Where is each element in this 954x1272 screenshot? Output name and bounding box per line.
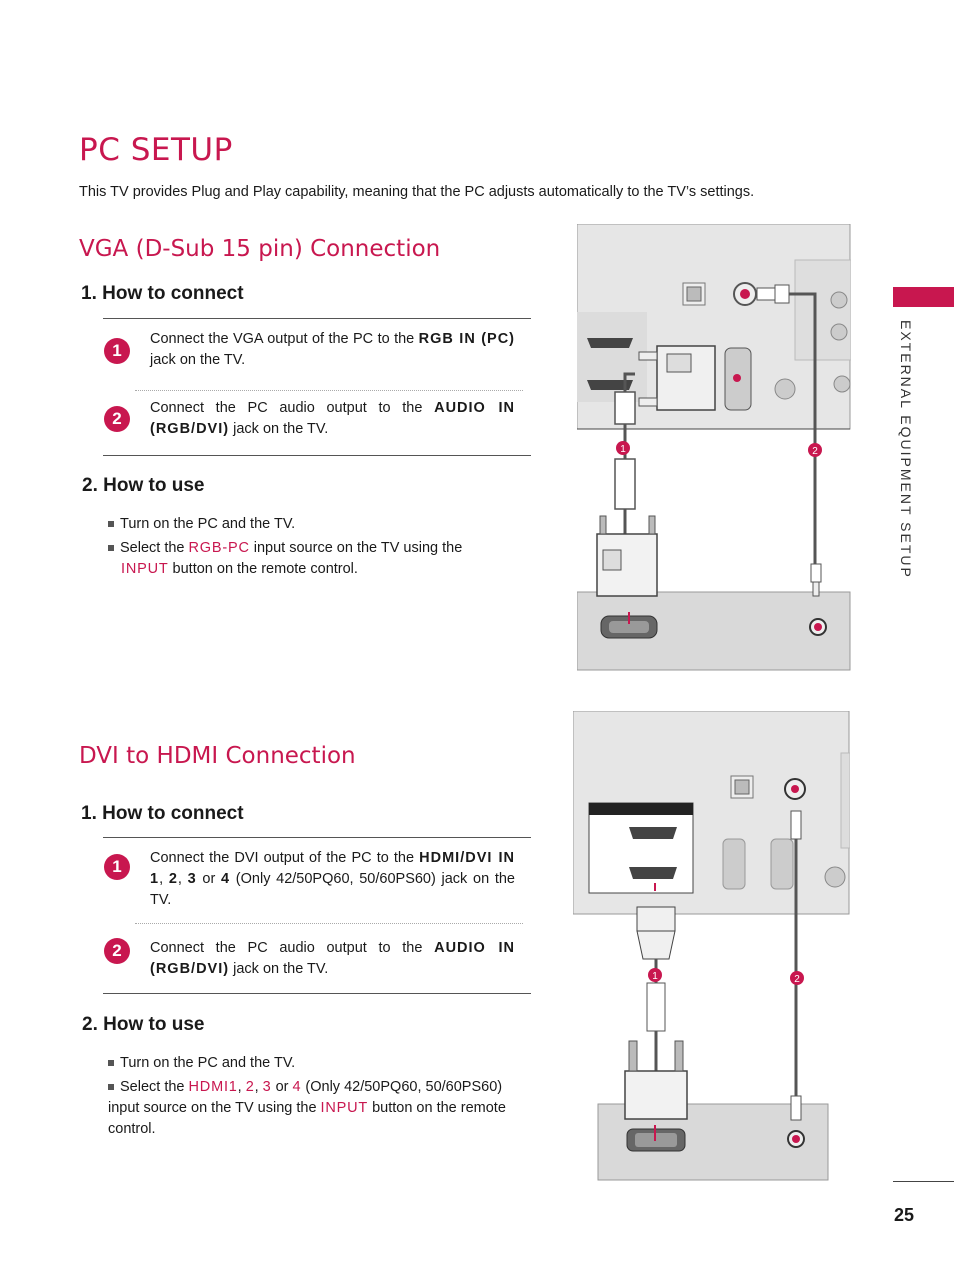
step-text: Connect the DVI output of the PC to the: [150, 850, 415, 866]
section-tab-marker: [893, 287, 954, 307]
vga-use-item-1: Turn on the PC and the TV.: [108, 514, 295, 535]
vga-connection-diagram: 1 2: [577, 224, 851, 671]
dvi-step2-text: Connect the PC audio output to the AUDIO…: [150, 938, 515, 980]
bullet-text: Select the: [120, 540, 185, 556]
page-number: 25: [894, 1205, 915, 1225]
section-side-label: EXTERNAL EQUIPMENT SETUP: [896, 320, 914, 580]
vga-heading: VGA (D-Sub 15 pin) Connection: [79, 236, 441, 262]
dvi-use-item-2: Select the HDMI1, 2, 3 or 4 (Only 42/50P…: [108, 1077, 508, 1140]
jack-label: AUDIO IN (RGB/DVI): [150, 940, 516, 977]
jack-label: HDMI/DVI IN 1: [150, 850, 516, 887]
button-label: INPUT: [320, 1100, 369, 1116]
divider: [103, 837, 531, 838]
dotted-divider: [135, 390, 523, 391]
step-text: ,: [177, 871, 182, 887]
bullet-text: ,: [237, 1079, 242, 1095]
divider: [103, 318, 531, 319]
step-badge-2: 2: [104, 406, 130, 432]
footer-rule: [893, 1181, 954, 1182]
jack-label: AUDIO IN (RGB/DVI): [150, 400, 516, 437]
step-text: Connect the VGA output of the PC to the: [150, 331, 415, 347]
step-text: ,: [159, 871, 164, 887]
divider: [103, 993, 531, 994]
bullet-text: input source on the TV using the: [253, 540, 463, 556]
bullet-text: (Only 42/50PQ60, 50/60PS60) input source…: [108, 1079, 503, 1116]
dvi-use-item-1: Turn on the PC and the TV.: [108, 1053, 295, 1074]
input-source-label: HDMI1: [188, 1079, 238, 1095]
step-text: jack on the TV.: [233, 961, 329, 977]
input-source-label: 4: [292, 1079, 302, 1095]
diagram-callout-2: 2: [812, 446, 818, 457]
step-text: (Only 42/50PQ60, 50/60PS60) jack on the …: [150, 871, 515, 908]
bullet-text: Turn on the PC and the TV.: [120, 516, 296, 532]
step-badge-2: 2: [104, 938, 130, 964]
step-badge-1: 1: [104, 338, 130, 364]
bullet-text: button on the remote control.: [108, 1100, 506, 1137]
divider: [103, 455, 531, 456]
button-label: INPUT: [121, 561, 169, 577]
side-label-text: EXTERNAL EQUIPMENT SETUP: [898, 320, 914, 579]
diagram-callout-1: 1: [620, 444, 626, 455]
bullet-icon: [108, 1084, 114, 1091]
bullet-icon: [108, 545, 114, 552]
jack-label: 3: [187, 871, 197, 887]
vga-step2-text: Connect the PC audio output to the AUDIO…: [150, 398, 515, 440]
vga-step1-text: Connect the VGA output of the PC to the …: [150, 329, 515, 371]
dvi-connect-heading: 1. How to connect: [81, 803, 244, 824]
dvi-use-heading: 2. How to use: [82, 1014, 205, 1035]
dvi-connection-diagram: 1 2: [573, 711, 850, 1181]
bullet-text: button on the remote control.: [172, 561, 358, 577]
dotted-divider: [135, 923, 523, 924]
step-badge-1: 1: [104, 854, 130, 880]
intro-text: This TV provides Plug and Play capabilit…: [79, 184, 755, 200]
input-source-label: RGB-PC: [188, 540, 250, 556]
dvi-step1-text: Connect the DVI output of the PC to the …: [150, 848, 515, 911]
step-text: Connect the PC audio output to the: [150, 400, 423, 416]
input-source-label: 2: [245, 1079, 255, 1095]
bullet-icon: [108, 521, 114, 528]
jack-label: 2: [168, 871, 178, 887]
diagram-callout-2: 2: [794, 974, 800, 985]
bullet-text: or: [275, 1079, 289, 1095]
bullet-icon: [108, 1060, 114, 1067]
jack-label: 4: [221, 871, 231, 887]
vga-connect-heading: 1. How to connect: [81, 283, 244, 304]
step-text: jack on the TV.: [233, 421, 329, 437]
jack-label: RGB IN (PC): [418, 331, 515, 347]
step-text: or: [202, 871, 216, 887]
bullet-text: Turn on the PC and the TV.: [120, 1055, 296, 1071]
page-title: PC SETUP: [79, 132, 233, 168]
input-source-label: 3: [262, 1079, 272, 1095]
dvi-heading: DVI to HDMI Connection: [79, 743, 356, 769]
bullet-text: Select the: [120, 1079, 185, 1095]
diagram-callout-1: 1: [652, 971, 658, 982]
step-text: jack on the TV.: [150, 352, 246, 368]
bullet-text: ,: [254, 1079, 259, 1095]
step-text: Connect the PC audio output to the: [150, 940, 423, 956]
vga-use-heading: 2. How to use: [82, 475, 205, 496]
vga-use-item-2: Select the RGB-PC input source on the TV…: [108, 538, 508, 580]
